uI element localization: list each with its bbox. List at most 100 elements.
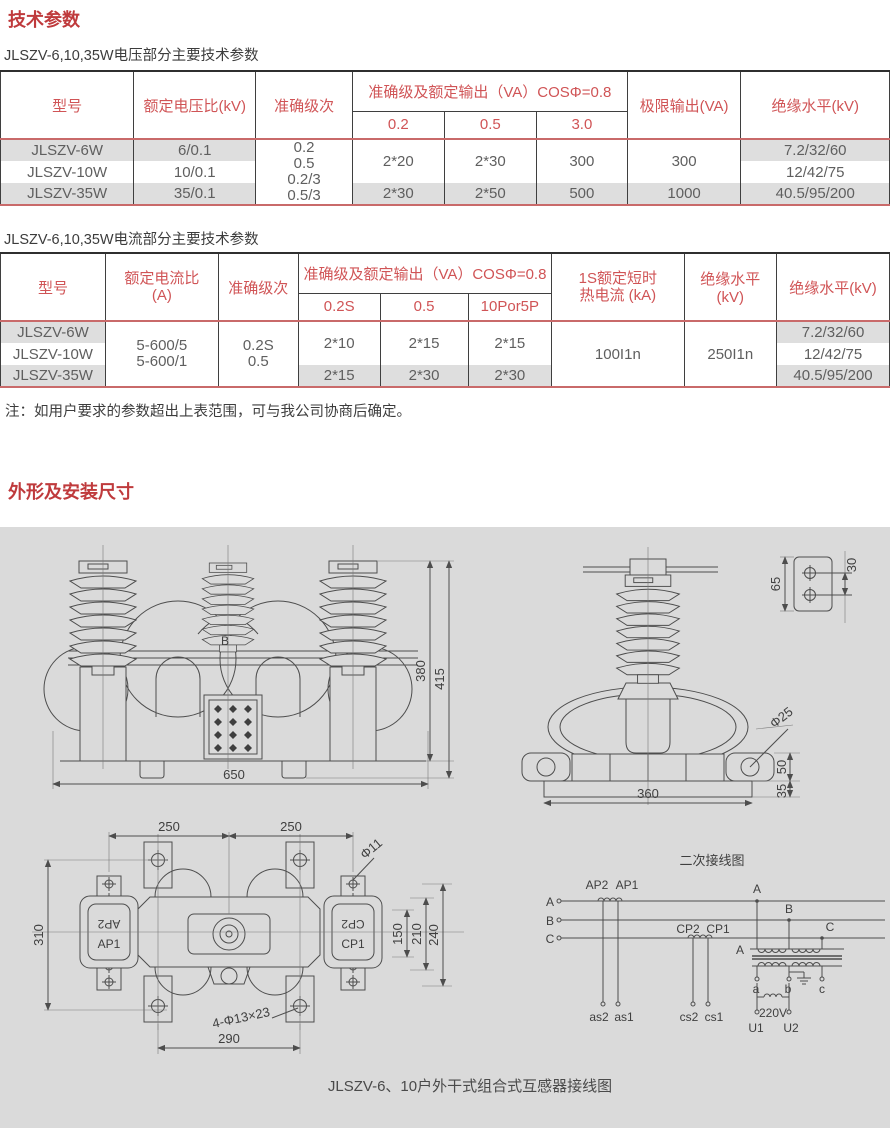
- dim-50: 50: [774, 760, 789, 774]
- vt-cell-out30-merged: 300: [536, 138, 628, 183]
- table-row: JLSZV-10W 10/0.1 12/42/75: [0, 161, 890, 183]
- dim-150: 150: [390, 923, 405, 945]
- transformer-body-plan: [137, 868, 321, 996]
- cp2-terminal-label: CP2: [676, 922, 700, 936]
- centerlines-front: [102, 545, 354, 769]
- vt-subheader-0.2: 0.2: [352, 111, 445, 139]
- right-c-label: C: [826, 920, 835, 934]
- ct-cell-insulation2-2: 40.5/95/200: [776, 365, 890, 387]
- vt-cell-out02-2: 2*30: [352, 183, 445, 205]
- ct-cell-model-2: JLSZV-35W: [0, 365, 106, 387]
- dim-360: 360: [637, 786, 659, 801]
- ct-cell-out1-merged: 2*10: [297, 320, 381, 365]
- dim-phi11: Φ11: [357, 835, 385, 862]
- dimensions-front: 650 380 415: [52, 560, 454, 789]
- transformer-a-label: A: [736, 943, 744, 957]
- dim-415: 415: [432, 668, 447, 690]
- ct-cell-accuracy: 0.2S 0.5: [217, 320, 299, 387]
- voltage-winding-c: CP2 CP1 cs2 cs1: [676, 922, 730, 1024]
- dim-250-left: 250: [158, 819, 180, 834]
- table-row: JLSZV-6W 5-600/5 5-600/1 0.2S 0.5 2*10 2…: [0, 320, 890, 387]
- dim-250-right: 250: [280, 819, 302, 834]
- dim-35: 35: [774, 784, 789, 798]
- ct-cell-model-0: JLSZV-6W: [0, 320, 106, 343]
- ct-cell-out3-2: 2*30: [467, 365, 553, 387]
- ct-cell-out3-merged: 2*15: [467, 320, 553, 365]
- footnote: 注：如用户要求的参数超出上表范围，可与我公司协商后确定。: [5, 404, 411, 420]
- voltage-winding-a: AP2 AP1 as2 as1: [586, 878, 639, 1024]
- front-view-drawing: B 650 380 415: [43, 545, 454, 789]
- cs1-label: cs1: [705, 1010, 724, 1024]
- vt-cell-model-0: JLSZV-6W: [0, 138, 135, 161]
- dim-290: 290: [218, 1031, 240, 1046]
- vt-cell-limit-merged: 300: [626, 138, 742, 183]
- current-table-caption: JLSZV-6,10,35W电流部分主要技术参数: [4, 232, 259, 248]
- ct-cell-insulation2-0: 7.2/32/60: [776, 320, 890, 343]
- three-phase-transformer: A B C A a b c: [736, 882, 844, 996]
- ap2-label: AP2: [97, 917, 120, 931]
- vt-header-ratio: 额定电压比(kV): [133, 71, 257, 139]
- vt-cell-model-1: JLSZV-10W: [0, 161, 135, 183]
- voltage-table-caption: JLSZV-6,10,35W电压部分主要技术参数: [4, 48, 259, 64]
- wiring-title: 二次接线图: [679, 853, 744, 868]
- vt-header-model: 型号: [0, 71, 135, 139]
- ct-header-ratio: 额定电流比 (A): [104, 253, 219, 321]
- current-spec-table: 型号 额定电流比 (A) 准确级次 准确级及额定输出（VA）COSΦ=0.8 1…: [0, 252, 890, 388]
- vt-header-limit-output: 极限输出(VA): [626, 71, 742, 139]
- section-title-technical-parameters: 技术参数: [8, 10, 80, 30]
- ap1-terminal-label: AP1: [616, 878, 639, 892]
- vt-cell-ratio-2: 35/0.1: [133, 183, 257, 205]
- dim-210: 210: [409, 923, 424, 945]
- as1-label: as1: [614, 1010, 634, 1024]
- ct-header-insulation-2: 绝缘水平(kV): [776, 253, 890, 321]
- ct-header-model: 型号: [0, 253, 106, 321]
- dim-phi25: Φ25: [767, 704, 796, 731]
- voltage-220v-label: 220V: [759, 1006, 787, 1020]
- left-terminal-box: AP2 AP1: [79, 875, 139, 991]
- vt-cell-insulation-0: 7.2/32/60: [740, 138, 890, 161]
- mounting-bracket-detail: 65 30: [768, 551, 859, 623]
- ct-cell-model-1: JLSZV-10W: [0, 343, 106, 365]
- u2-label: U2: [783, 1021, 799, 1035]
- vt-subheader-3.0: 3.0: [536, 111, 628, 139]
- vt-cell-out02-merged: 2*20: [352, 138, 445, 183]
- phase-b-label: B: [546, 914, 554, 928]
- right-terminal-box: CP2 CP1: [323, 875, 383, 991]
- phase-bus-lines: A B C: [546, 895, 885, 946]
- terminal-a-label: a: [753, 982, 760, 996]
- vt-cell-out05-2: 2*50: [443, 183, 538, 205]
- auxiliary-220v-winding: 220V U1 U2: [748, 983, 799, 1035]
- phase-c-label: C: [546, 932, 555, 946]
- dim-slot: 4-Φ13×23: [211, 1004, 271, 1031]
- ct-subheader-0.5: 0.5: [379, 293, 469, 321]
- ap2-terminal-label: AP2: [586, 878, 609, 892]
- section-title-outline-dimensions: 外形及安装尺寸: [8, 482, 134, 502]
- vt-cell-insulation-1: 12/42/75: [740, 161, 890, 183]
- right-a-label: A: [753, 882, 761, 896]
- vt-cell-ratio-0: 6/0.1: [133, 138, 257, 161]
- terminal-box: [203, 694, 263, 760]
- secondary-wiring-diagram: 二次接线图 A B C AP2 AP1 as2 as1 CP2 CP1 cs2: [546, 853, 885, 1035]
- table-row: JLSZV-10W 12/42/75: [0, 343, 890, 365]
- vt-cell-ratio-1: 10/0.1: [133, 161, 257, 183]
- terminal-c-label: c: [819, 982, 825, 996]
- ct-cell-out2-merged: 2*15: [379, 320, 469, 365]
- table-row: JLSZV-35W 35/0.1 2*30 2*50 500 1000 40.5…: [0, 183, 890, 205]
- dim-310: 310: [31, 924, 46, 946]
- ct-header-accuracy: 准确级次: [217, 253, 299, 321]
- cs2-label: cs2: [680, 1010, 699, 1024]
- right-b-label: B: [785, 902, 793, 916]
- ct-cell-thermal: 100I1n: [551, 320, 685, 387]
- vt-cell-accuracy: 0.2 0.5 0.2/3 0.5/3: [255, 138, 354, 205]
- ct-cell-out2-2: 2*30: [379, 365, 469, 387]
- ct-header-insulation-1: 绝缘水平(kV): [683, 253, 778, 321]
- ct-cell-ratio: 5-600/5 5-600/1: [104, 320, 219, 387]
- base-front: [60, 760, 426, 779]
- vt-header-accuracy: 准确级次: [255, 71, 354, 139]
- dim-65: 65: [768, 577, 783, 591]
- ct-header-output-group: 准确级及额定输出（VA）COSΦ=0.8: [297, 253, 553, 294]
- vt-cell-model-2: JLSZV-35W: [0, 183, 135, 205]
- cp1-label: CP1: [341, 937, 365, 951]
- dim-650: 650: [223, 767, 245, 782]
- drawings-panel: B 650 380 415: [0, 527, 890, 1128]
